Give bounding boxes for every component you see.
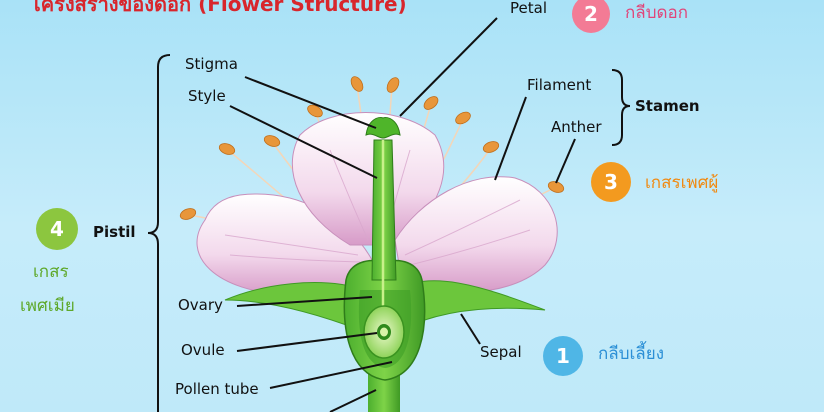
pistil-label: Pistil [93, 223, 136, 241]
anthers [179, 76, 565, 220]
sepal-left [224, 282, 366, 331]
petal-veins [224, 149, 531, 266]
stigma-label: Stigma [185, 55, 238, 73]
petals [196, 112, 558, 296]
ovule-label: Ovule [181, 341, 225, 359]
badge-4: 4 [36, 208, 78, 250]
badge-2: 2 [572, 0, 610, 33]
stamen-label: Stamen [635, 97, 700, 115]
pistil-brace [147, 54, 171, 412]
stamen-brace [611, 69, 631, 146]
petal-label: Petal [510, 0, 547, 17]
filament-label: Filament [527, 76, 592, 94]
badge-1: 1 [543, 336, 583, 376]
badge-1-text: กลีบเลี้ยง [598, 344, 664, 364]
style-label: Style [188, 87, 226, 105]
badge-2-number: 2 [584, 2, 598, 26]
anther-label: Anther [551, 118, 602, 136]
badge-4-text-line2: เพศเมีย [20, 296, 75, 316]
badge-3-text: เกสรเพศผู้ [645, 173, 719, 193]
sepal-right [394, 280, 546, 331]
badge-3-number: 3 [604, 170, 618, 194]
badge-3: 3 [591, 162, 631, 202]
diagram-title: โครงสร้างของดอก (Flower Structure) [30, 0, 407, 16]
petal-back [291, 112, 445, 246]
sepal-label: Sepal [480, 343, 522, 361]
stigma-shape [365, 117, 401, 139]
pollen-tube-label: Pollen tube [175, 380, 259, 398]
badge-4-text-line1: เกสร [33, 262, 69, 282]
ovary-label: Ovary [178, 296, 223, 314]
pointer-lines [229, 17, 576, 412]
badge-4-number: 4 [50, 217, 64, 241]
badge-2-text: กลีบดอก [625, 3, 689, 23]
badge-1-number: 1 [556, 344, 570, 368]
